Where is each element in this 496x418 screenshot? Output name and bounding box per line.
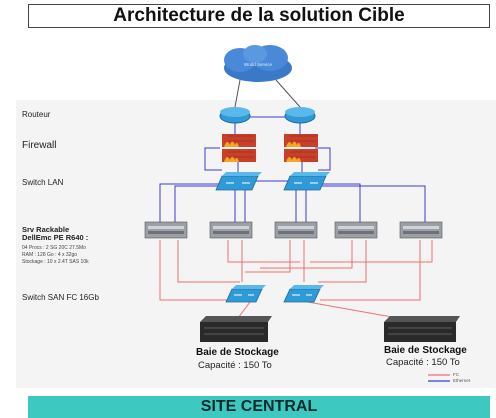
site-banner: SITE CENTRAL xyxy=(28,396,490,418)
cloud-link xyxy=(275,79,301,108)
router-icon xyxy=(284,107,316,124)
cloud-link xyxy=(234,79,241,108)
server-spec-cpu: 04 Procs : 2 SG 20C 27.5Mo xyxy=(22,245,86,251)
router-label: Routeur xyxy=(22,110,51,119)
switch-lan-label: Switch LAN xyxy=(22,178,64,187)
firewall-label: Firewall xyxy=(22,140,57,151)
server-specs: 04 Procs : 2 SG 20C 27.5Mo RAM : 128 Go … xyxy=(22,245,89,266)
storage-array-icon xyxy=(200,316,272,342)
legend-fc-label: FC xyxy=(453,372,459,377)
cloud-icon xyxy=(224,45,292,82)
server-spec-ram: RAM : 128 Go : 4 x 32go xyxy=(22,252,78,258)
san-switch-icon xyxy=(283,285,324,303)
san-switch-icon xyxy=(225,285,266,303)
rack-server-icon xyxy=(209,221,253,239)
cloud-label: World Service xyxy=(244,62,272,67)
fc-links xyxy=(159,240,433,323)
storage-title: Baie de Stockage xyxy=(196,347,279,358)
server-name: Srv Rackable DellEmc PE R640 : xyxy=(22,226,88,242)
storage-array-icon xyxy=(384,316,460,342)
switch-san-label: Switch SAN FC 16Gb xyxy=(22,293,99,302)
router-icon xyxy=(219,107,251,124)
server-spec-storage: Stockage : 10 x 2.4T SAS 10k xyxy=(22,259,89,265)
server-name-line1: Srv Rackable xyxy=(22,225,70,234)
lan-switch-icon xyxy=(215,172,262,191)
storage-capacity: Capacité : 150 To xyxy=(198,360,272,371)
rack-server-icon xyxy=(334,221,378,239)
firewall-icon xyxy=(284,134,318,162)
ethernet-links xyxy=(159,116,426,222)
storage-capacity: Capacité : 150 To xyxy=(386,357,460,368)
server-name-line2: DellEmc PE R640 : xyxy=(22,233,89,242)
rack-server-icon xyxy=(399,221,443,239)
rack-server-icon xyxy=(274,221,318,239)
legend-ethernet-label: Ethernet xyxy=(453,378,471,383)
diagram-title: Architecture de la solution Cible xyxy=(28,4,490,28)
lan-switch-icon xyxy=(283,172,330,191)
legend xyxy=(428,374,450,382)
rack-server-icon xyxy=(144,221,188,239)
storage-title: Baie de Stockage xyxy=(384,345,467,356)
firewall-icon xyxy=(222,134,256,162)
